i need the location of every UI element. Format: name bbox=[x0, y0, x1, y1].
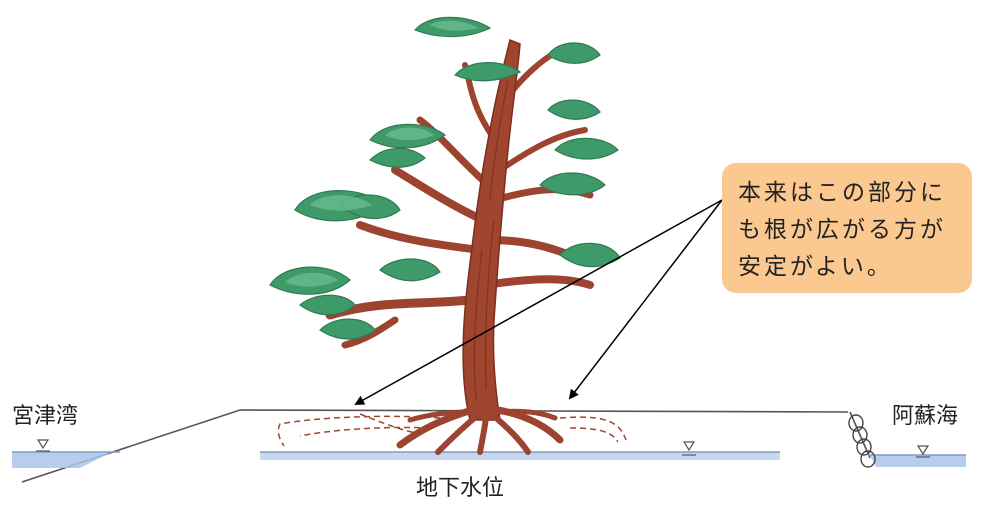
left-water-label: 宮津湾 bbox=[12, 406, 78, 428]
left-water bbox=[12, 440, 120, 468]
right-water-label: 阿蘇海 bbox=[892, 406, 958, 428]
right-water bbox=[868, 446, 966, 467]
callout-line: 安定がよい。 bbox=[738, 249, 962, 286]
groundwater-label: 地下水位 bbox=[416, 478, 504, 500]
pine-tree-icon bbox=[270, 17, 620, 452]
arrow-right-root bbox=[570, 200, 722, 398]
water-level-icon bbox=[36, 440, 50, 451]
callout-line: も根が広がる方が bbox=[738, 212, 962, 249]
callout-box: 本来はこの部分に も根が広がる方が 安定がよい。 bbox=[722, 163, 972, 293]
callout-line: 本来はこの部分に bbox=[738, 175, 962, 212]
